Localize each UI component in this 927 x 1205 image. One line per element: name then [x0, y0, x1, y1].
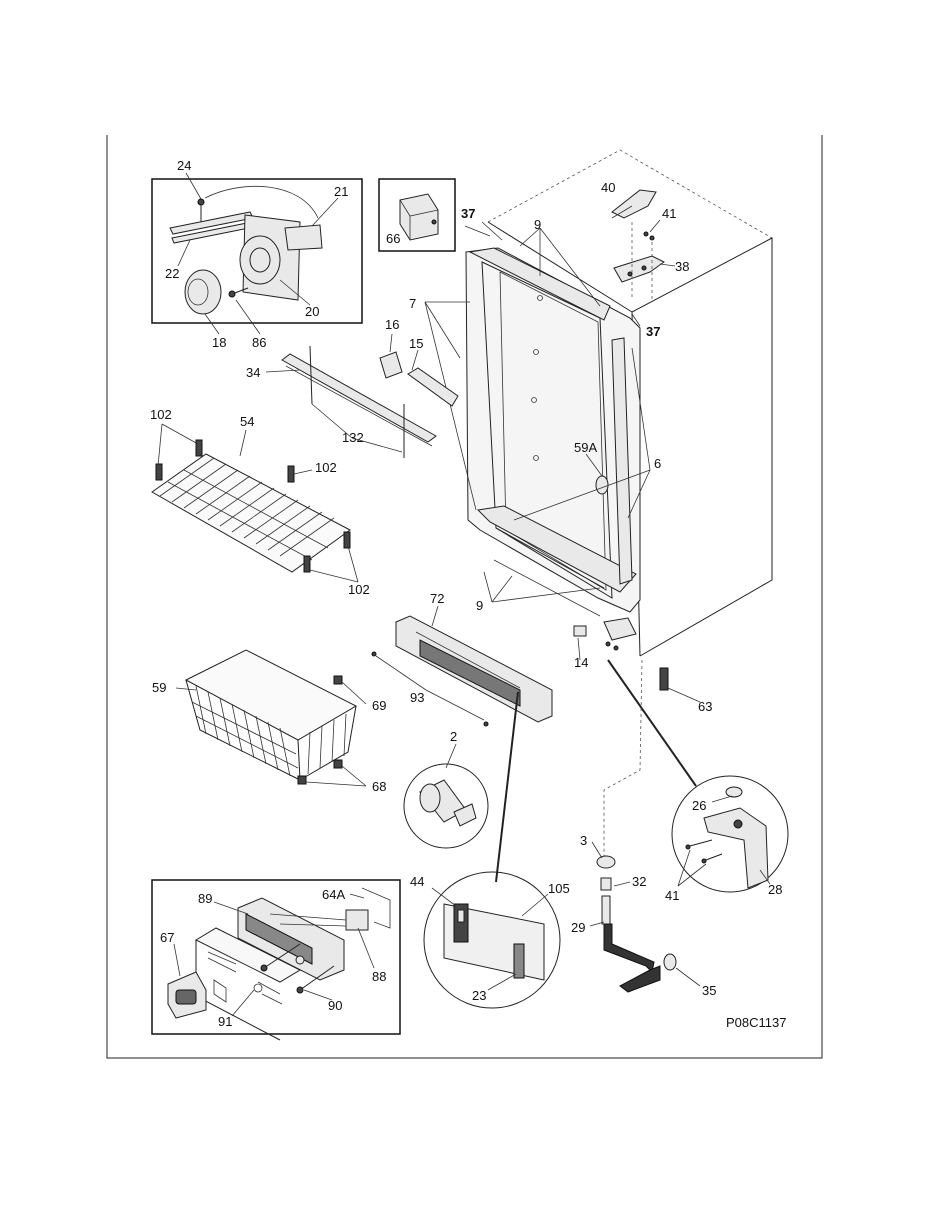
callout-7: 7: [409, 296, 416, 311]
callout-102-mid: 102: [315, 460, 337, 475]
callout-68: 68: [372, 779, 386, 794]
inset-bottom-hinge-detail: [607, 659, 789, 893]
callout-29: 29: [571, 920, 585, 935]
door-stop-assembly: [589, 659, 701, 993]
diagram-border: [106, 135, 823, 1059]
inset-drain-plug: [403, 743, 489, 849]
callout-15: 15: [409, 336, 423, 351]
callout-2: 2: [450, 729, 457, 744]
callout-9-top: 9: [534, 217, 541, 232]
inset-switch-detail: [423, 691, 561, 1009]
callout-132: 132: [342, 430, 364, 445]
callout-88: 88: [372, 969, 386, 984]
callout-34: 34: [246, 365, 260, 380]
callout-93: 93: [410, 690, 424, 705]
callout-23: 23: [472, 988, 486, 1003]
callout-90: 90: [328, 998, 342, 1013]
callout-6: 6: [654, 456, 661, 471]
light-assembly: [379, 333, 459, 407]
callout-102-top: 102: [150, 407, 172, 422]
drawing-code: P08C1137: [726, 1015, 786, 1030]
callout-89: 89: [198, 891, 212, 906]
callout-32: 32: [632, 874, 646, 889]
callout-24: 24: [177, 158, 191, 173]
freezer-cabinet: [424, 149, 773, 703]
callout-86: 86: [252, 335, 266, 350]
wire-shelf: [151, 423, 359, 583]
callout-44: 44: [410, 874, 424, 889]
callout-9-bottom: 9: [476, 598, 483, 613]
callout-labels: 24 21 22 20 18 86 66 37 37 9 9 40 41 38 …: [150, 158, 786, 1030]
callout-105: 105: [548, 881, 570, 896]
callout-67: 67: [160, 930, 174, 945]
callout-54: 54: [240, 414, 254, 429]
callout-21: 21: [334, 184, 348, 199]
callout-38: 38: [675, 259, 689, 274]
shelf-support-rail: [265, 345, 437, 458]
callout-3: 3: [580, 833, 587, 848]
callout-41-top: 41: [662, 206, 676, 221]
inset-thermostat-assembly: [151, 172, 363, 335]
callout-66: 66: [386, 231, 400, 246]
callout-59: 59: [152, 680, 166, 695]
callout-59A: 59A: [574, 440, 597, 455]
inset-relay: [378, 178, 456, 252]
callout-22: 22: [165, 266, 179, 281]
callout-14: 14: [574, 655, 588, 670]
callout-64A: 64A: [322, 887, 345, 902]
callout-37-right: 37: [646, 324, 660, 339]
wire-basket: [175, 649, 367, 787]
kickplate-grille: [371, 605, 553, 727]
callout-69: 69: [372, 698, 386, 713]
callout-72: 72: [430, 591, 444, 606]
callout-41-bottom: 41: [665, 888, 679, 903]
callout-35: 35: [702, 983, 716, 998]
callout-26: 26: [692, 798, 706, 813]
callout-40: 40: [601, 180, 615, 195]
callout-18: 18: [212, 335, 226, 350]
inset-control-panel: [151, 879, 401, 1041]
callout-28: 28: [768, 882, 782, 897]
callout-37-top: 37: [461, 206, 475, 221]
callout-63: 63: [698, 699, 712, 714]
callout-102-bottom: 102: [348, 582, 370, 597]
callout-20: 20: [305, 304, 319, 319]
callout-16: 16: [385, 317, 399, 332]
callout-91: 91: [218, 1014, 232, 1029]
